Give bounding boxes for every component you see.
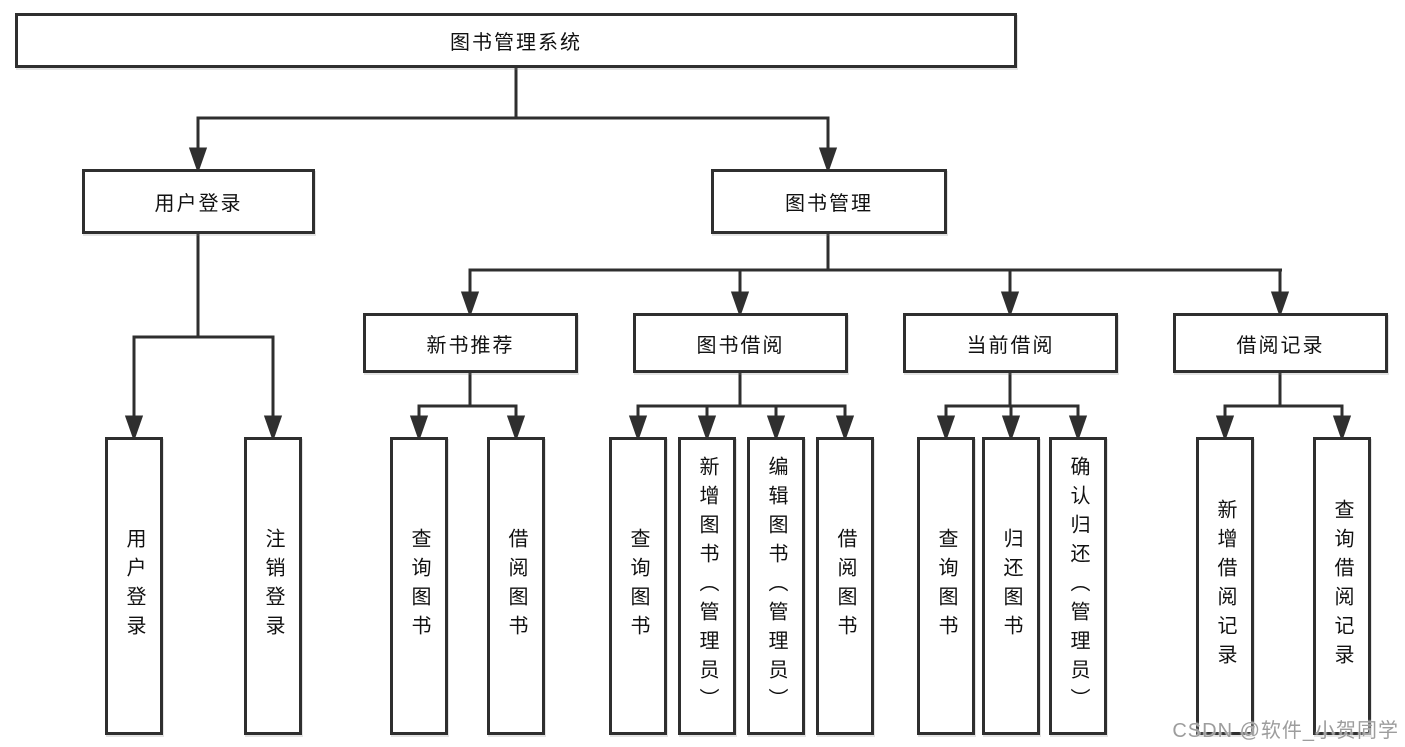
leaf-confirm-return-admin-label: 确认归还（管理员） (1067, 455, 1089, 717)
leaf-borrow-books-2-label: 借阅图书 (834, 528, 856, 644)
csdn-watermark: CSDN @软件_小贺同学 (1172, 720, 1399, 742)
leaf-add-borrow-record: 新增借阅记录 (1196, 437, 1254, 735)
leaf-query-books-1-label: 查询图书 (408, 528, 430, 644)
leaf-confirm-return-admin: 确认归还（管理员） (1049, 437, 1107, 735)
node-borrowing-records: 借阅记录 (1173, 313, 1388, 373)
leaf-user-login-label: 用户登录 (123, 528, 145, 644)
node-book-borrowing-label: 图书借阅 (696, 334, 785, 357)
leaf-query-books-3: 查询图书 (917, 437, 975, 735)
node-root-system: 图书管理系统 (15, 13, 1017, 68)
leaf-borrow-books-1: 借阅图书 (487, 437, 545, 735)
leaf-return-books: 归还图书 (982, 437, 1040, 735)
node-new-book-recommend: 新书推荐 (363, 313, 578, 373)
node-borrowing-records-label: 借阅记录 (1236, 334, 1325, 357)
leaf-edit-books-admin: 编辑图书（管理员） (747, 437, 805, 735)
leaf-logout: 注销登录 (244, 437, 302, 735)
tree-edges (124, 68, 1352, 442)
leaf-borrow-books-2: 借阅图书 (816, 437, 874, 735)
leaf-user-login: 用户登录 (105, 437, 163, 735)
leaf-query-books-1: 查询图书 (390, 437, 448, 735)
leaf-borrow-books-1-label: 借阅图书 (505, 528, 527, 644)
leaf-query-borrow-record: 查询借阅记录 (1313, 437, 1371, 735)
leaf-query-books-2: 查询图书 (609, 437, 667, 735)
leaf-query-books-2-label: 查询图书 (627, 528, 649, 644)
node-new-book-recommend-label: 新书推荐 (426, 334, 515, 357)
node-root-system-label: 图书管理系统 (450, 32, 582, 54)
leaf-query-borrow-record-label: 查询借阅记录 (1331, 499, 1353, 673)
node-current-borrowing-label: 当前借阅 (966, 334, 1055, 357)
node-user-login-label: 用户登录 (154, 193, 243, 215)
leaf-query-books-3-label: 查询图书 (935, 528, 957, 644)
node-current-borrowing: 当前借阅 (903, 313, 1118, 373)
node-user-login: 用户登录 (82, 169, 315, 234)
node-book-management-label: 图书管理 (785, 193, 873, 215)
node-book-borrowing: 图书借阅 (633, 313, 848, 373)
leaf-add-borrow-record-label: 新增借阅记录 (1214, 499, 1236, 673)
leaf-edit-books-admin-label: 编辑图书（管理员） (765, 455, 787, 717)
leaf-return-books-label: 归还图书 (1000, 528, 1022, 644)
node-book-management: 图书管理 (711, 169, 947, 234)
leaf-logout-label: 注销登录 (262, 528, 284, 644)
leaf-add-books-admin-label: 新增图书（管理员） (696, 455, 718, 717)
leaf-add-books-admin: 新增图书（管理员） (678, 437, 736, 735)
